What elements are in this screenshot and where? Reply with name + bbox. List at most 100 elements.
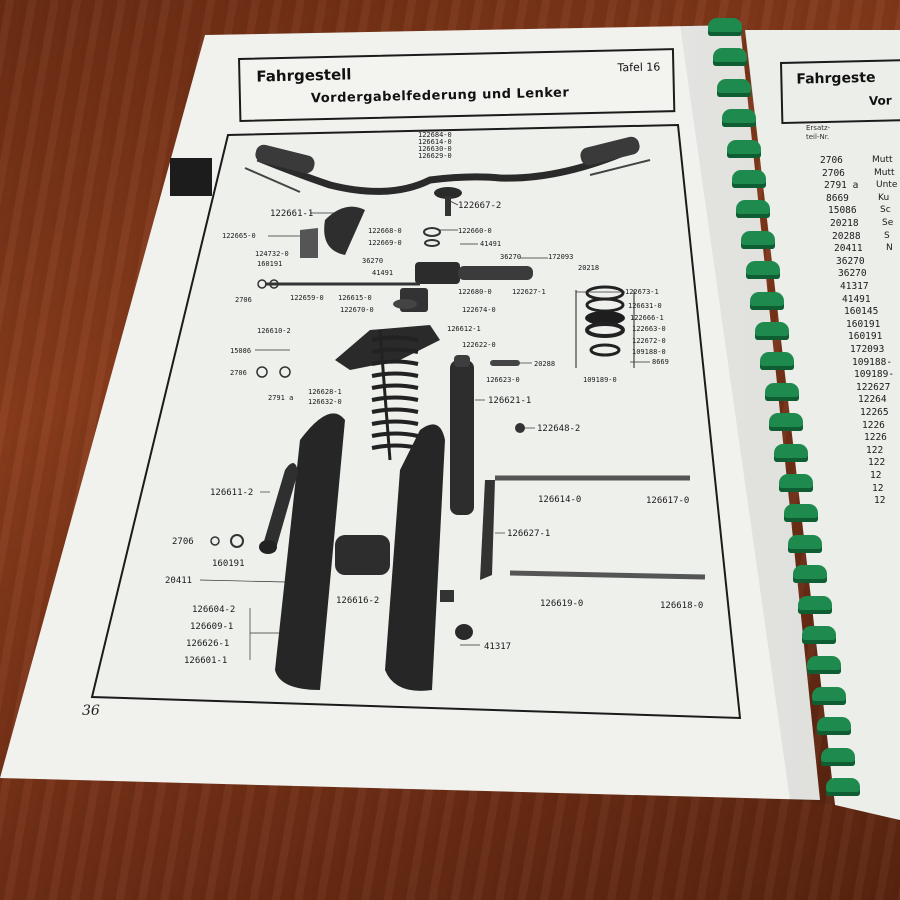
binding-ring [788,534,823,553]
label-126629-0: 126629-0 [418,152,452,160]
binding-ring [792,565,827,584]
right-header-title: Fahrgeste [796,69,876,88]
label-122684-0: 122684-0 [418,131,452,139]
parts-list-number: 12 [870,470,882,481]
binding-ring [712,48,747,67]
binding-ring [826,778,860,796]
binding-ring [783,504,818,523]
label-126614-0: 126614-0 [538,495,581,505]
binding-ring [755,322,790,340]
label-36270-b: 36270 [500,253,521,261]
parts-list-number: 41491 [842,293,871,305]
label-122669-0: 122669-0 [368,239,402,247]
parts-list-description: Ku [878,192,890,203]
label-122668-0: 122668-0 [368,227,402,235]
label-160191-a: 160191 [257,260,282,268]
label-122627-1: 122627-1 [512,288,546,296]
label-15086: 15086 [230,347,251,355]
label-122663-0: 122663-0 [632,325,666,333]
parts-list-number: 122 [866,444,884,456]
parts-list-number: 20288 [832,230,861,242]
label-126626-1: 126626-1 [186,639,229,649]
label-2706-b: 2706 [230,369,247,377]
label-126611-2: 126611-2 [210,488,253,498]
label-122666-1: 122666-1 [630,314,664,322]
label-160191-b: 160191 [212,559,245,569]
binding-ring [769,413,804,432]
binding-ring [764,382,799,401]
headset-parts-illustration [257,187,533,312]
parts-list-number: 109188- [852,356,893,368]
label-122674-0: 122674-0 [462,306,496,314]
parts-list-number: 20218 [830,218,859,229]
parts-list-number: 8669 [826,192,849,204]
label-122659-0: 122659-0 [290,294,324,302]
label-2791a: 2791 a [268,394,293,402]
binding-ring [807,656,842,675]
parts-list-description: N [886,243,893,254]
binding-ring [736,200,771,219]
parts-list-number: 12264 [858,394,887,406]
binding-ring [722,109,757,128]
label-126631-0: 126631-0 [628,302,662,310]
parts-list-number: 172093 [850,344,885,355]
parts-list-number: 122 [868,457,886,469]
label-126621-1: 126621-1 [488,396,531,406]
label-20288: 20288 [534,360,555,368]
parts-list-number: 1226 [864,432,887,444]
part-labels: 122684-0 126614-0 126630-0 126629-0 1226… [165,131,703,666]
label-126630-0: 126630-0 [418,145,452,153]
label-126619-0: 126619-0 [540,599,583,609]
column-head-line-1: Ersatz- [806,124,831,132]
label-122673-1: 122673-1 [625,288,659,296]
binding-ring [797,595,832,614]
parts-list-number: 41317 [840,281,869,292]
label-109188-0: 109188-0 [632,348,666,356]
label-122680-0: 122680-0 [458,288,492,296]
bearing-ring-stack-illustration [575,285,635,368]
binding-ring [741,230,776,249]
label-126610-2: 126610-2 [257,327,291,335]
parts-list-description: Mutt [874,167,895,178]
parts-list-number: 15086 [828,205,857,217]
handlebar-illustration [244,136,651,195]
right-page-header-box: Fahrgeste Vor [780,58,900,124]
binding-ring [816,717,851,736]
parts-list-number: 160191 [846,318,881,330]
parts-list-number: 160191 [848,331,883,343]
binding-ring [708,18,742,36]
binding-ring [726,139,761,158]
label-36270-a: 36270 [362,257,383,265]
binding-ring [778,474,813,492]
label-126614-0: 126614-0 [418,138,452,146]
binding-ring [802,626,837,644]
parts-list-number: 12265 [860,407,889,418]
label-122672-0: 122672-0 [632,337,666,345]
label-126609-1: 126609-1 [190,622,233,632]
parts-list-number: 12 [872,482,884,494]
label-126617-0: 126617-0 [646,496,689,506]
label-122622-0: 122622-0 [462,341,496,349]
label-126623-0: 126623-0 [486,376,520,384]
label-126616-2: 126616-2 [336,596,379,606]
spring-fork-illustration [210,325,706,691]
parts-list-description: Mutt [872,155,893,165]
binding-ring [811,686,846,705]
parts-list-column-head: Ersatz- teil-Nr. [806,124,830,142]
parts-list-number: 12 [874,495,886,507]
label-20218: 20218 [578,264,599,272]
parts-list-description: S [884,230,890,241]
parts-list-number: 36270 [836,255,865,267]
label-122667-2: 122667-2 [458,201,501,211]
label-124732-0: 124732-0 [255,250,289,258]
label-41317: 41317 [484,642,511,652]
binding-ring [750,291,785,310]
parts-list-number: 122627 [856,381,891,393]
leader-lines [199,199,650,660]
parts-list-number: 2706 [822,167,845,179]
binding-ring [821,747,856,766]
label-126628-1: 126628-1 [308,388,342,396]
binding-ring [774,443,809,462]
label-8669: 8669 [652,358,669,366]
